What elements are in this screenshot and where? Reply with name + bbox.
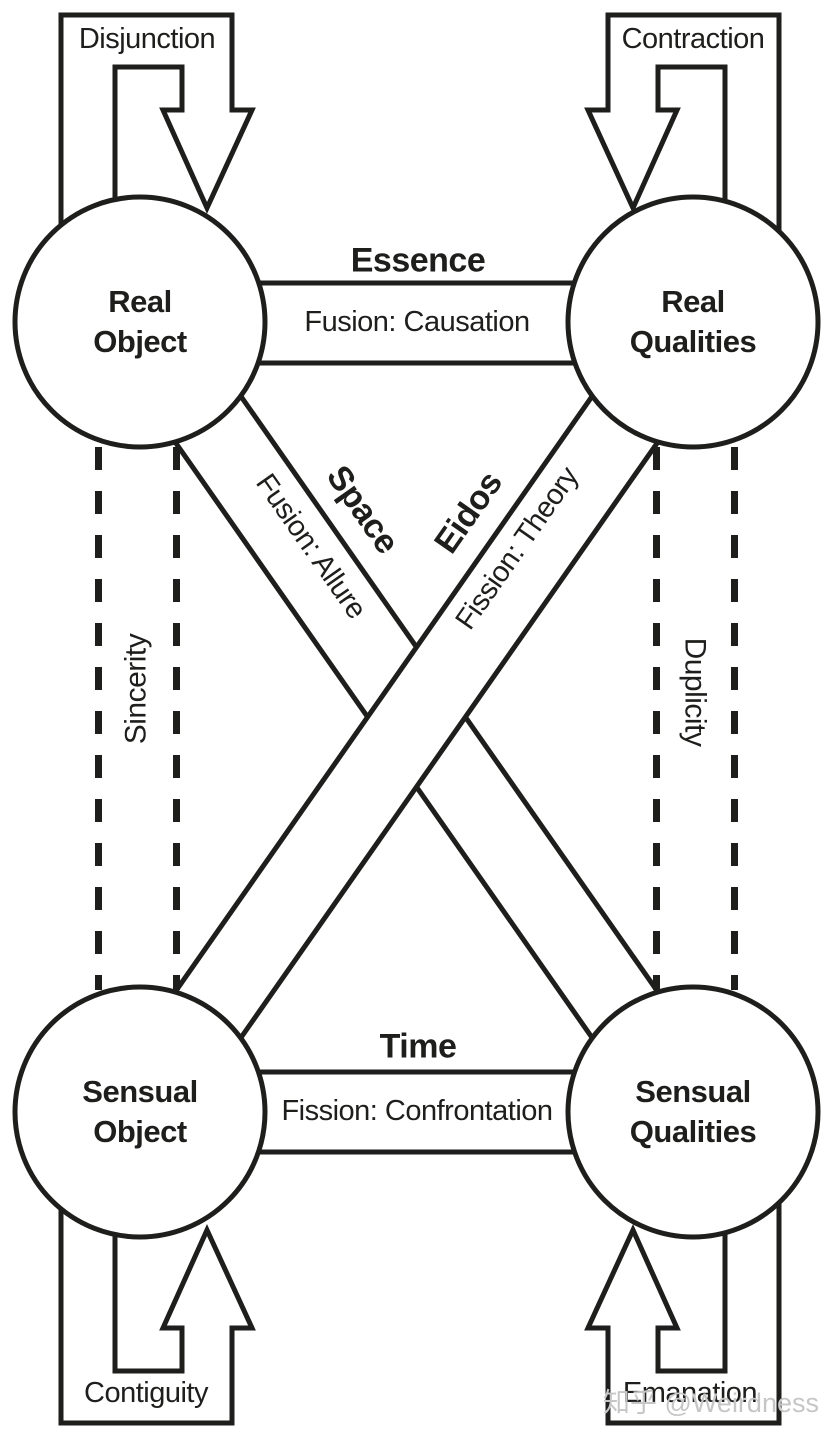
loop-arrow-disjunction <box>58 12 256 248</box>
loop-label-emanation: Emanation <box>622 1377 758 1410</box>
node-circle-sensual-object <box>12 984 268 1240</box>
watermark-text: 知乎 @Weirdness <box>603 1388 819 1419</box>
node-label-sensual-object: Sensual Object <box>82 1074 198 1149</box>
loop-arrow-contraction <box>584 12 782 248</box>
loop-label-disjunction: Disjunction <box>78 23 216 56</box>
loop-label-contiguity: Contiguity <box>84 1377 208 1410</box>
edge-label-sincerity: Sincerity <box>119 633 153 745</box>
edge-title-essence: Essence <box>350 241 486 280</box>
node-label-real-qualities: Real Qualities <box>629 284 757 359</box>
node-label-sensual-qualities: Sensual Qualities <box>629 1074 757 1149</box>
node-label-real-object: Real Object <box>93 284 187 359</box>
loop-arrow-emanation <box>584 1190 782 1426</box>
node-circle-sensual-qualities <box>565 984 821 1240</box>
loop-arrow-contiguity <box>58 1190 256 1426</box>
edge-subtitle-essence: Fusion: Causation <box>304 306 530 339</box>
edge-title-time: Time <box>379 1027 457 1066</box>
edge-label-duplicity: Duplicity <box>678 637 712 747</box>
loop-label-contraction: Contraction <box>621 23 765 56</box>
edge-subtitle-time: Fission: Confrontation <box>281 1095 553 1128</box>
node-circle-real-qualities <box>565 194 821 450</box>
node-circle-real-object <box>12 194 268 450</box>
